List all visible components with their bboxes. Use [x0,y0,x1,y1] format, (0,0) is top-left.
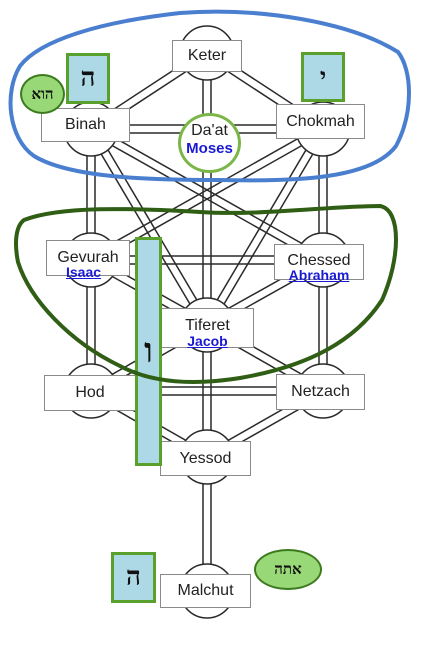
isaac-label: Isaac [66,264,102,280]
daat-label: Da'at [191,122,228,139]
chessed-node: Chessed Abraham [274,244,364,283]
yud-letter-tile: י [301,52,345,102]
tiferet-node: Tiferet Jacob [161,308,254,348]
malchut-label: Malchut [177,582,234,599]
he-lower-letter-tile: ה [111,552,156,603]
malchut-node: Malchut [160,574,251,608]
vav-letter-tile: ו [135,237,162,466]
moses-label: Moses [186,140,233,157]
daat-node: Da'at Moses [178,113,241,173]
keter-node: Keter [172,40,242,72]
jacob-label: Jacob [187,333,228,349]
atah-pronoun-oval: אתה [254,549,322,590]
chokmah-node: Chokmah [276,104,365,139]
hu-pronoun-oval: הוא [20,74,65,114]
keter-label: Keter [187,47,227,64]
yessod-node: Yessod [160,441,251,476]
binah-node: Binah [41,108,130,142]
abraham-label: Abraham [288,267,350,283]
hod-node: Hod [44,375,136,411]
gevurah-node: Gevurah Isaac [46,240,130,280]
he-upper-letter-tile: ה [66,53,110,104]
binah-label: Binah [65,116,106,133]
netzach-label: Netzach [291,383,350,400]
hod-label: Hod [75,384,105,401]
yessod-label: Yessod [179,450,232,467]
tiferet-label: Tiferet [185,317,230,334]
chokmah-label: Chokmah [286,113,355,130]
netzach-node: Netzach [276,374,365,410]
